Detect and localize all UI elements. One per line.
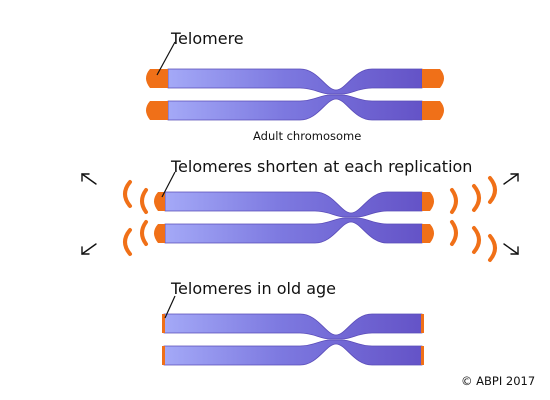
chromatid-upper: [164, 191, 423, 218]
telomere-remnant: [162, 346, 165, 365]
replicating-chromosome: [81, 173, 519, 262]
old-age-chromosome: [162, 313, 424, 366]
old-age-label: Telomeres in old age: [170, 279, 336, 298]
telomere-remnant: [162, 314, 165, 333]
telomere-cap: [146, 101, 168, 120]
telomere-cap: [422, 69, 444, 88]
telomere-cap: [422, 224, 434, 243]
old-age-pointer: [164, 295, 176, 319]
telomere-pointer: [156, 41, 176, 76]
adult-chromosome-label: Adult chromosome: [253, 129, 361, 143]
telomere-label: Telomere: [170, 29, 244, 48]
chromatid-lower: [163, 339, 423, 366]
chromatid-upper: [167, 68, 423, 95]
adult-chromosome: [146, 68, 444, 121]
chromatid-upper: [163, 313, 423, 340]
telomere-cap: [422, 192, 434, 211]
telomere-remnant: [421, 314, 424, 333]
arrow-icon: [81, 173, 519, 255]
label-pointers: [156, 41, 176, 319]
telomere-cap: [422, 101, 444, 120]
shorten-label: Telomeres shorten at each replication: [170, 157, 472, 176]
copyright-notice: © ABPI 2017: [461, 374, 535, 388]
telomere-remnant: [421, 346, 424, 365]
shed-telomere-arcs-left: [123, 180, 148, 256]
shed-telomere-arcs-right: [450, 176, 497, 262]
shorten-pointer: [161, 171, 176, 198]
chromatid-lower: [164, 217, 423, 244]
chromatid-lower: [167, 94, 423, 121]
telomere-cap: [154, 224, 165, 243]
telomere-cap: [146, 69, 168, 88]
